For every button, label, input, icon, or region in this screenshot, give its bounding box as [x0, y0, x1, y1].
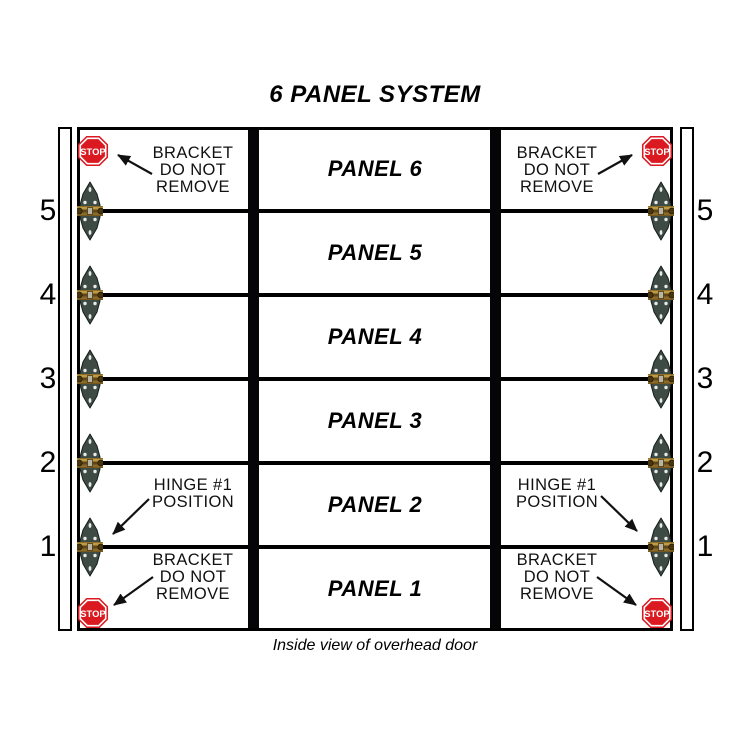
hinge-number-right-5: 5 [696, 194, 714, 227]
svg-text:STOP: STOP [644, 608, 669, 619]
hinge-number-left-3: 3 [39, 362, 57, 395]
stile-left [248, 130, 259, 628]
panel-seam-5 [80, 209, 670, 213]
right-track-rail [680, 127, 694, 631]
hinge-number-right-2: 2 [696, 446, 714, 479]
panel-6-label: PANEL 6 [327, 156, 423, 181]
stop-bracket-icon-bottom-right: STOP [641, 597, 673, 629]
panel-seam-1 [80, 545, 670, 549]
panel-seam-3 [80, 377, 670, 381]
svg-text:STOP: STOP [80, 608, 105, 619]
hinge-number-left-5: 5 [39, 194, 57, 227]
stop-bracket-icon-top-left: STOP [77, 135, 109, 167]
hinge-icon-left-1 [77, 517, 103, 577]
panel-5-label: PANEL 5 [327, 240, 423, 265]
hinge-number-right-4: 4 [696, 278, 714, 311]
diagram-title: 6 PANEL SYSTEM [269, 81, 481, 108]
bracket-note-bottom-left: BRACKET DO NOT REMOVE [152, 551, 234, 603]
left-track-rail [58, 127, 72, 631]
hinge-icon-left-5 [77, 181, 103, 241]
bracket-note-bottom-right: BRACKET DO NOT REMOVE [516, 551, 598, 603]
stop-bracket-icon-bottom-left: STOP [77, 597, 109, 629]
hinge-icon-right-5 [648, 181, 674, 241]
bracket-note-top-left: BRACKET DO NOT REMOVE [152, 144, 234, 196]
hinge-icon-right-2 [648, 433, 674, 493]
panel-2-label: PANEL 2 [327, 492, 423, 517]
panel-3-label: PANEL 3 [327, 408, 423, 433]
hinge-number-left-1: 1 [39, 530, 57, 563]
svg-text:STOP: STOP [80, 146, 105, 157]
hinge-icon-right-3 [648, 349, 674, 409]
svg-text:STOP: STOP [644, 146, 669, 157]
bracket-note-top-right: BRACKET DO NOT REMOVE [516, 144, 598, 196]
hinge-icon-left-4 [77, 265, 103, 325]
stile-right [490, 130, 501, 628]
hinge1-note-right: HINGE #1 POSITION [515, 476, 599, 511]
diagram-caption: Inside view of overhead door [272, 637, 478, 654]
hinge-number-left-2: 2 [39, 446, 57, 479]
panel-4-label: PANEL 4 [327, 324, 423, 349]
panel-seam-4 [80, 293, 670, 297]
hinge-number-right-3: 3 [696, 362, 714, 395]
hinge-icon-left-2 [77, 433, 103, 493]
hinge-icon-right-1 [648, 517, 674, 577]
hinge-icon-right-4 [648, 265, 674, 325]
panel-1-label: PANEL 1 [327, 576, 423, 601]
panel-seam-2 [80, 461, 670, 465]
stop-bracket-icon-top-right: STOP [641, 135, 673, 167]
hinge1-note-left: HINGE #1 POSITION [151, 476, 235, 511]
hinge-number-left-4: 4 [39, 278, 57, 311]
hinge-icon-left-3 [77, 349, 103, 409]
hinge-number-right-1: 1 [696, 530, 714, 563]
